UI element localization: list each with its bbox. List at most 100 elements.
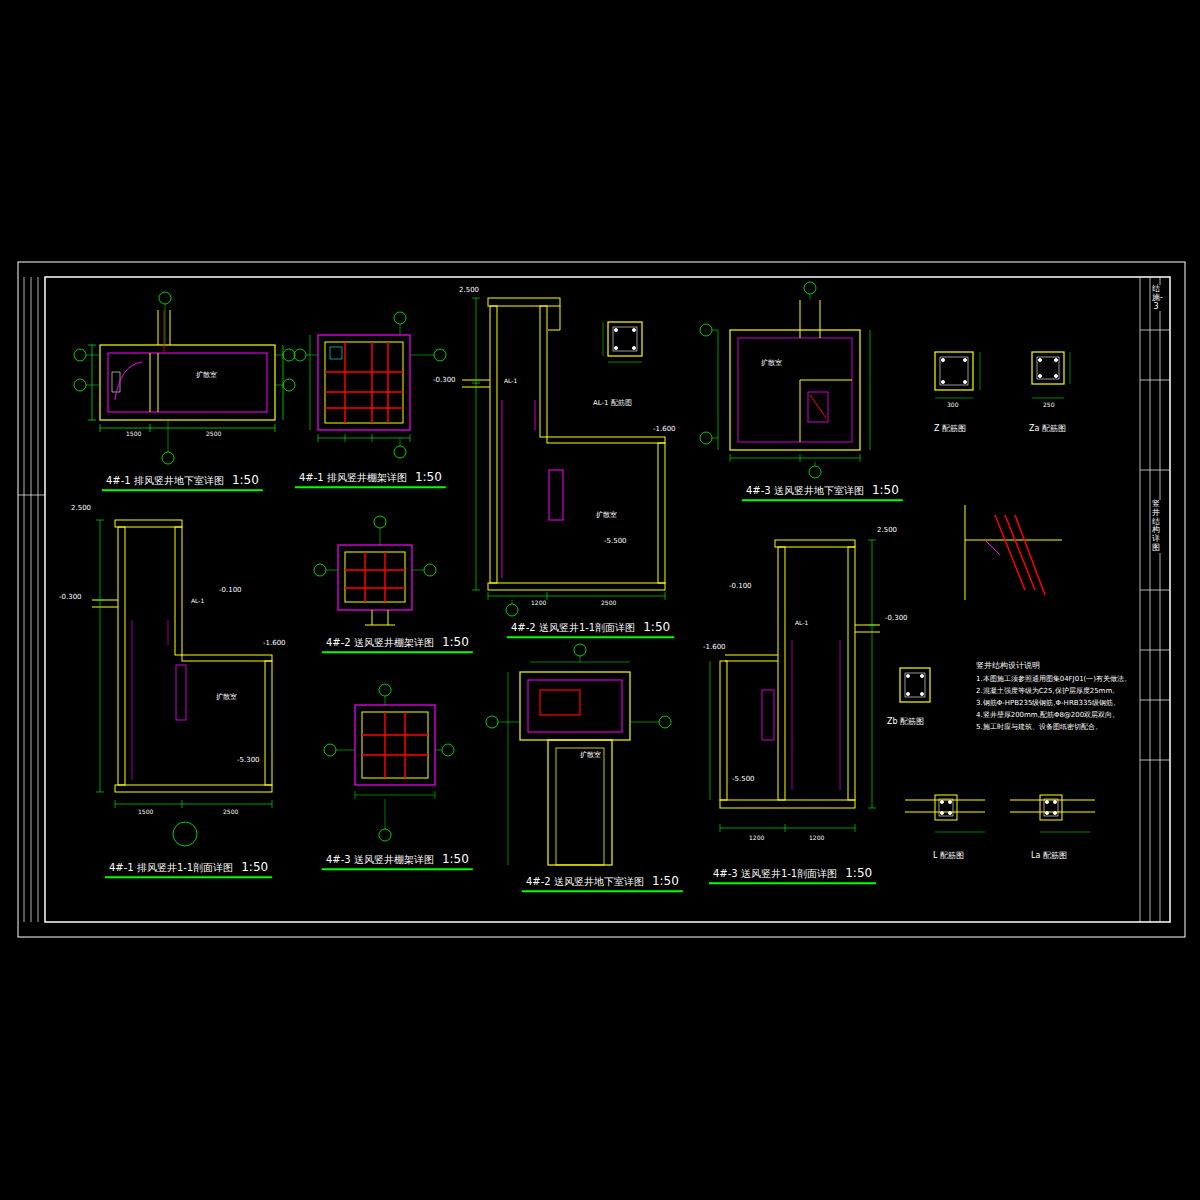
member-label: AL-1 [503, 378, 518, 385]
ladder [112, 372, 120, 392]
dimension-line [868, 540, 876, 808]
wall-outline [488, 298, 560, 306]
dimension-line [88, 345, 283, 420]
scale: 1:50 [844, 867, 873, 880]
axis-bubble [374, 516, 386, 528]
elevation: -0.100 [728, 583, 753, 591]
elevation: -5.300 [236, 757, 261, 765]
drawing-number: 结施-3 [1151, 285, 1161, 311]
wall-outline [488, 583, 665, 590]
axis-bubble [804, 282, 816, 294]
scale: 1:50 [414, 471, 443, 484]
room-name: 扩散室 [760, 360, 783, 368]
view-title: 4#-1 排风竖井1-1剖面详图 [108, 862, 234, 873]
wall-outline [362, 712, 428, 778]
wall-outline [1032, 352, 1064, 384]
dimension-line [710, 661, 855, 832]
wall-outline [775, 540, 855, 547]
wall-outline [720, 661, 727, 800]
elevation: 2.500 [458, 287, 480, 295]
axis-bubble [159, 292, 171, 304]
elevation: -5.500 [603, 538, 628, 546]
dimension-line [508, 662, 630, 865]
detail-line [800, 300, 852, 442]
scale: 1:50 [441, 636, 470, 649]
title-underline [507, 636, 674, 638]
view-title: 4#-3 送风竖井地下室详图 [745, 485, 865, 496]
stirrup [1044, 799, 1058, 816]
rebar-dot [941, 358, 944, 361]
section-title: AL-1 配筋图 [592, 400, 633, 408]
scale: 1:50 [240, 861, 269, 874]
wall-outline [355, 705, 435, 785]
axis-bubble [294, 349, 306, 361]
title-block [1140, 277, 1170, 922]
rebar-dot [940, 811, 943, 814]
scale: 1:50 [231, 474, 260, 487]
title-underline [322, 651, 473, 653]
wall-outline [115, 785, 272, 792]
room-name: 扩散室 [579, 752, 602, 760]
axis-bubble [486, 716, 498, 728]
wall-outline [720, 800, 855, 808]
axis-bubble [173, 822, 197, 846]
member-label: AL-1 [794, 620, 809, 627]
detail-line [164, 310, 165, 353]
elevation: 2.500 [70, 505, 92, 513]
dimension-line [488, 592, 665, 600]
axis-line [86, 304, 283, 452]
rebar-dot [941, 380, 944, 383]
section-title: La 配筋图 [1030, 852, 1068, 861]
axis-bubble [379, 684, 391, 696]
rebar-line [995, 515, 1045, 595]
axis-line [306, 324, 434, 446]
wall-inner [528, 680, 622, 732]
notes-heading: 竖井结构设计说明 [975, 662, 1041, 671]
sheet-border [18, 262, 1185, 937]
rebar-dot [1053, 800, 1056, 803]
wall-outline [935, 352, 973, 390]
wall-inner [108, 353, 267, 412]
detail-line [132, 620, 168, 780]
view-title: 4#-1 排风竖井地下室详图 [105, 475, 225, 486]
elevation: -0.300 [432, 377, 457, 385]
dimension-line [472, 298, 480, 590]
wall-outline [175, 527, 182, 655]
detail-line [365, 610, 395, 625]
stirrup [1037, 357, 1059, 379]
rebar-dot [1038, 358, 1041, 361]
detail-line [725, 625, 880, 661]
opening [762, 690, 774, 740]
axis-bubble [574, 644, 586, 656]
detail-line [985, 540, 1000, 555]
dimension: 1500 [137, 809, 154, 816]
note-line: 2.混凝土强度等级为C25,保护层厚度25mm。 [975, 688, 1120, 696]
detail-line [1010, 800, 1095, 812]
wall-outline [182, 655, 272, 661]
rebar-dot [1045, 800, 1048, 803]
dimension-line [935, 832, 1090, 833]
opening [549, 470, 563, 520]
axis-bubble [324, 744, 336, 756]
dimension: 1500 [125, 431, 142, 438]
elevation: -1.600 [702, 644, 727, 652]
axis-bubble [74, 379, 86, 391]
dimension: 300 [946, 402, 959, 409]
section-title: Zb 配筋图 [886, 718, 925, 727]
wall-outline [490, 306, 497, 583]
axis-bubble [379, 829, 391, 841]
opening [176, 665, 186, 720]
rebar-dot [940, 800, 943, 803]
elevation: -5.500 [731, 776, 756, 784]
axis-bubble [434, 349, 446, 361]
detail-line [905, 800, 985, 812]
title-underline [742, 499, 903, 501]
dimension-line [355, 791, 435, 799]
axis-line [326, 528, 424, 570]
view-title: 4#-3 送风竖井1-1剖面详图 [712, 868, 838, 879]
wall-outline [1040, 795, 1062, 820]
detail-line [92, 600, 118, 607]
axis-bubble [162, 452, 174, 464]
rebar-dot [632, 328, 635, 331]
